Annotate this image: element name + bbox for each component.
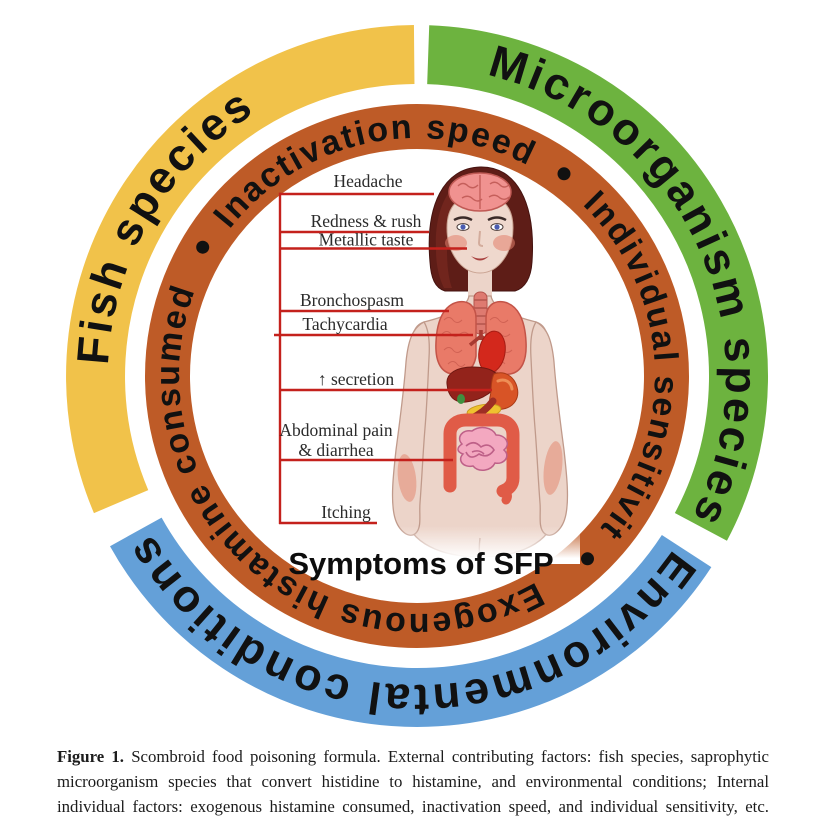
- figure-caption-label: Figure 1.: [57, 747, 124, 766]
- organs: [435, 291, 527, 505]
- blush-right: [493, 235, 515, 251]
- figure-fade: [380, 526, 580, 564]
- arc-environmental-conditions: [110, 517, 712, 727]
- diagram-svg: Fish species Microorganism species Envir…: [66, 25, 768, 727]
- small-intestine: [457, 426, 508, 471]
- symptom-lines: [274, 192, 492, 525]
- symptom-tachycardia: Tachycardia: [302, 314, 387, 334]
- human-anatomy-illustration: [380, 166, 580, 564]
- arc-fish-species: [66, 25, 415, 514]
- symptom-abdominal-pain-line1: Abdominal pain: [279, 420, 392, 440]
- separator-dot: [557, 167, 571, 181]
- blush-left: [445, 235, 467, 251]
- symptom-itching: Itching: [321, 502, 371, 522]
- inner-ring-band: [145, 104, 689, 648]
- brain: [448, 172, 512, 212]
- gallbladder: [457, 394, 465, 404]
- sigmoid-colon: [498, 486, 512, 505]
- figure-caption: Figure 1. Scombroid food poisoning formu…: [57, 744, 769, 820]
- individual-sensitivity-arc-label: Individual sensitivit: [577, 184, 686, 549]
- figure-caption-text: Scombroid food poisoning formula. Extern…: [57, 747, 770, 817]
- small-intestine-coils: [465, 441, 495, 458]
- arc-microorganism-species: [427, 25, 768, 541]
- symptom-bronchospasm: Bronchospasm: [300, 290, 404, 310]
- itch-redness-left: [397, 454, 417, 502]
- nose: [477, 230, 484, 247]
- face-features: [445, 216, 515, 261]
- stomach-highlight: [496, 378, 514, 391]
- symptom-metallic-taste: Metallic taste: [319, 230, 414, 250]
- separator-dot: [196, 240, 210, 254]
- symptom-headache: Headache: [334, 171, 403, 191]
- center-panel-title: Symptoms of SFP: [288, 546, 553, 581]
- separator-dot: [581, 552, 594, 566]
- symptom-labels: Headache Redness & rush Metallic taste B…: [279, 171, 421, 522]
- symptom-abdominal-pain-line2: & diarrhea: [298, 440, 374, 460]
- hair-highlight: [435, 174, 480, 288]
- symptom-redness-rush: Redness & rush: [311, 211, 422, 231]
- symptom-secretion: ↑ secretion: [318, 369, 395, 389]
- itch-redness-right: [543, 441, 563, 495]
- sfp-circular-diagram: Fish species Microorganism species Envir…: [66, 25, 768, 727]
- large-intestine: [443, 413, 520, 498]
- lips: [471, 256, 489, 261]
